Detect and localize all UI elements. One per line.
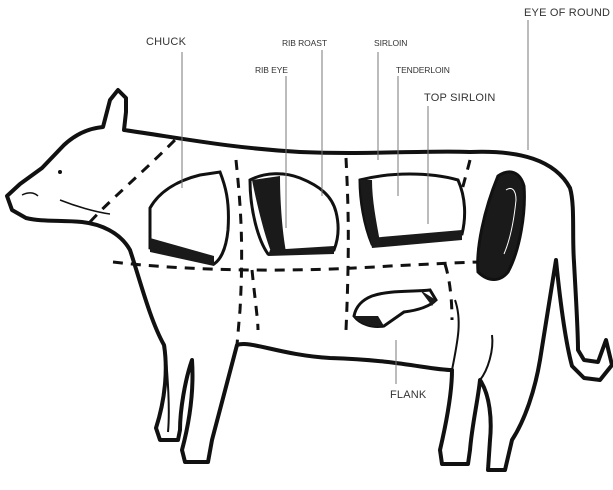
label-eye-of-round: EYE OF ROUND [524,8,610,19]
label-tenderloin: TENDERLOIN [396,66,450,75]
cow-outline [7,90,612,470]
label-chuck: CHUCK [146,37,186,48]
label-rib-eye: RIB EYE [255,66,288,75]
label-flank: FLANK [390,390,426,401]
label-sirloin: SIRLOIN [374,39,407,48]
label-top-sirloin: TOP SIRLOIN [424,93,495,104]
label-rib-roast: RIB ROAST [282,39,327,48]
cut-sirloin [360,174,465,248]
